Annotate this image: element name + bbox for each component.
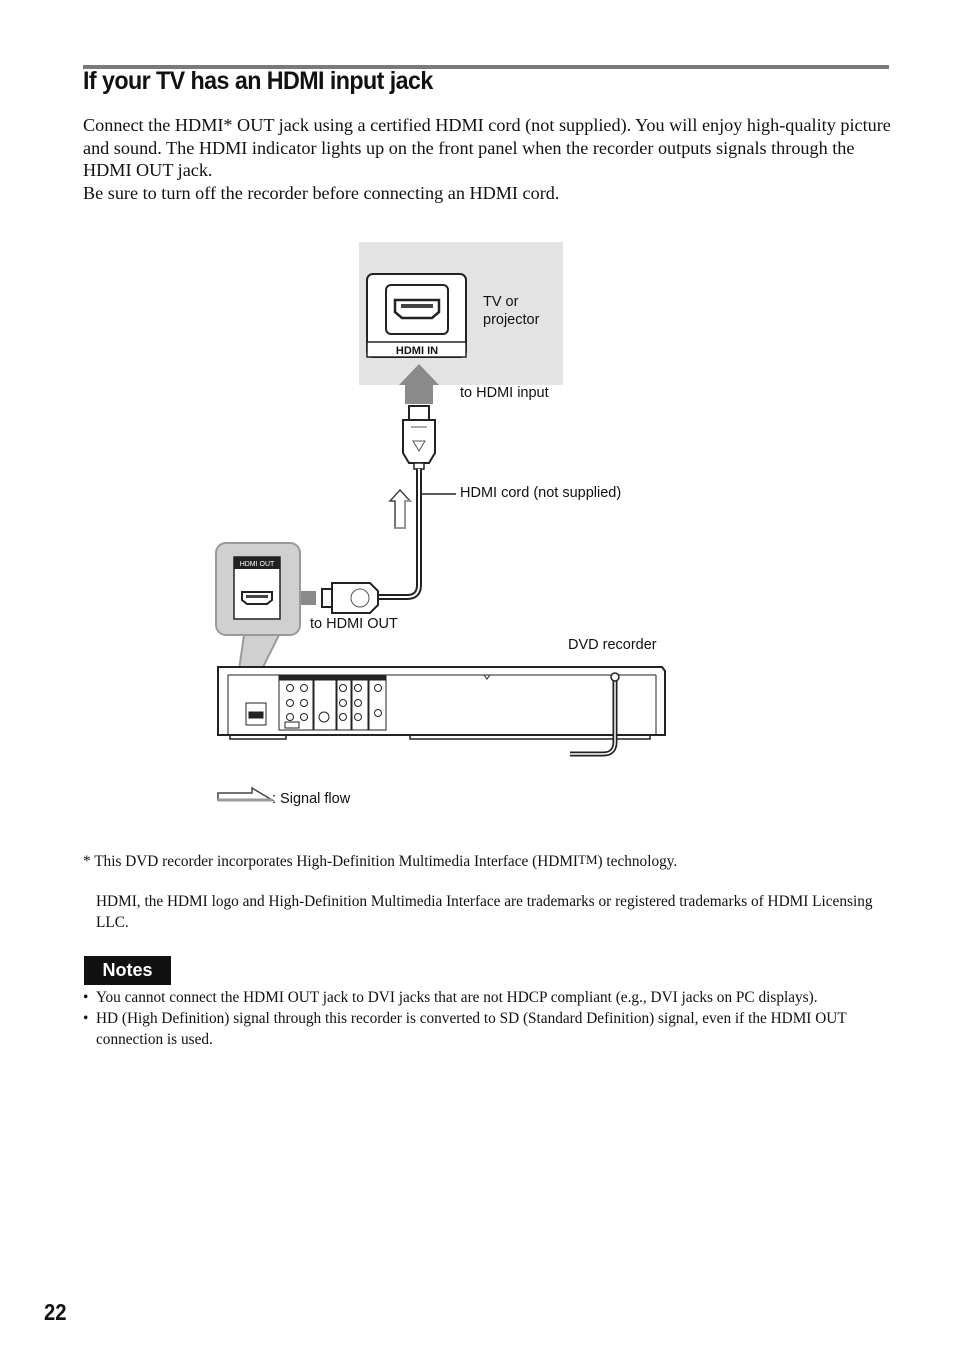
to-hdmi-out-label: to HDMI OUT <box>310 616 398 632</box>
hdmi-footnote: * This DVD recorder incorporates High-De… <box>83 849 903 872</box>
note-text: HD (High Definition) signal through this… <box>96 1010 847 1048</box>
hdmi-cable <box>378 469 422 600</box>
hdmi-in-label: HDMI IN <box>396 345 438 357</box>
intro-paragraph-2: Be sure to turn off the recorder before … <box>83 182 560 203</box>
footnote-text-end: ) technology. <box>597 853 678 870</box>
hdmi-in-socket-slot <box>393 298 441 320</box>
signal-flow-legend-icon <box>217 786 275 801</box>
dvd-recorder-label: DVD recorder <box>568 637 657 653</box>
note-item: • You cannot connect the HDMI OUT jack to… <box>83 987 898 1008</box>
tv-projector-label: TV or projector <box>483 294 540 328</box>
left-plug-tip <box>321 588 333 608</box>
top-plug-tip <box>408 405 430 421</box>
intro-text: Connect the HDMI* OUT jack using a certi… <box>83 114 893 204</box>
note-item: • HD (High Definition) signal through thi… <box>83 1008 898 1050</box>
heading-rule <box>83 65 889 69</box>
rear-panel-jacks <box>245 674 387 731</box>
connection-diagram: HDMI IN HDMI OUT <box>200 235 720 820</box>
left-plug-body <box>331 582 379 614</box>
notes-list: • You cannot connect the HDMI OUT jack to… <box>83 987 898 1050</box>
footnote-text-start: * This DVD recorder incorporates High-De… <box>83 853 579 870</box>
connection-diagram-graphic: HDMI IN HDMI OUT <box>215 242 666 802</box>
signal-flow-legend-label: : Signal flow <box>272 791 351 807</box>
note-bullet: • <box>83 989 89 1006</box>
hdmi-out-label: HDMI OUT <box>240 561 275 568</box>
hdmi-in-label-bar <box>366 341 467 358</box>
notes-heading: Notes <box>84 956 171 985</box>
intro-paragraph-1: Connect the HDMI* OUT jack using a certi… <box>83 115 891 181</box>
to-hdmi-input-label: to HDMI input <box>460 385 549 401</box>
hdmi-cord-label: HDMI cord (not supplied) <box>460 485 622 501</box>
page-number: 22 <box>44 1299 67 1325</box>
note-text: You cannot connect the HDMI OUT jack to … <box>96 989 818 1006</box>
hdmi-out-label-bar <box>234 557 280 569</box>
note-bullet: • <box>83 1010 89 1027</box>
trademark-symbol: TM <box>578 852 598 867</box>
trademark-note: HDMI, the HDMI logo and High-Definition … <box>96 893 873 931</box>
page-heading: If your TV has an HDMI input jack <box>83 67 433 95</box>
signal-flow-arrow <box>388 488 412 529</box>
arrow-to-tv <box>399 364 439 404</box>
